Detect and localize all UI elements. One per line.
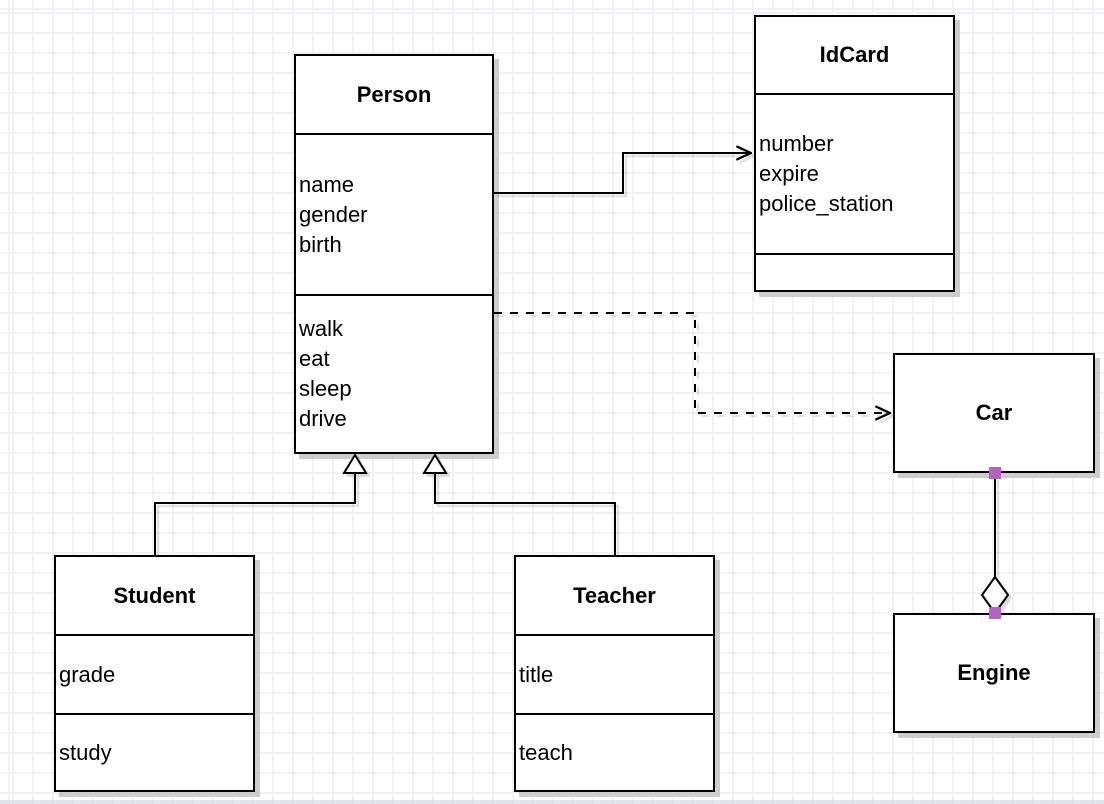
member-name: name bbox=[299, 171, 355, 197]
compartment-methods-student: study bbox=[56, 715, 253, 790]
aggregation-diamond bbox=[980, 575, 1010, 615]
member-police_station: police_station bbox=[759, 191, 894, 216]
member-grade: grade bbox=[59, 661, 116, 687]
class-title-person: Person bbox=[356, 81, 432, 107]
compartment-attributes-person: name gender birth bbox=[296, 135, 492, 296]
class-title-idcard: IdCard bbox=[819, 42, 890, 67]
compartment-attributes-student: grade bbox=[56, 636, 253, 715]
generalization-arrowhead-student bbox=[342, 453, 368, 474]
class-person[interactable]: Person name gender birth walk eat sleep drive bbox=[294, 54, 494, 454]
class-teacher[interactable]: Teacher title teach bbox=[514, 555, 715, 792]
member-title: title bbox=[519, 661, 554, 687]
compartment-methods-idcard bbox=[756, 255, 953, 290]
class-title-student: Student bbox=[113, 582, 196, 608]
compartment-attributes-teacher: title bbox=[516, 636, 713, 715]
canvas-bottom-edge bbox=[0, 800, 1104, 804]
class-engine[interactable]: Engine bbox=[893, 613, 1095, 733]
member-sleep: sleep bbox=[299, 376, 352, 401]
member-drive: drive bbox=[299, 406, 347, 431]
edge-student-to-person[interactable] bbox=[154, 473, 356, 555]
member-birth: birth bbox=[299, 231, 342, 257]
member-expire: expire bbox=[759, 161, 819, 186]
member-walk: walk bbox=[299, 316, 344, 341]
generalization-arrowhead-teacher bbox=[422, 453, 448, 474]
class-title-car: Car bbox=[975, 400, 1013, 425]
compartment-methods-teacher: teach bbox=[516, 715, 713, 790]
member-gender: gender bbox=[299, 201, 368, 227]
member-number: number bbox=[759, 131, 834, 156]
class-title-engine: Engine bbox=[957, 660, 1031, 685]
member-study: study bbox=[59, 739, 112, 765]
member-teach: teach bbox=[519, 739, 573, 765]
edge-person-to-car[interactable] bbox=[494, 312, 890, 413]
class-idcard[interactable]: IdCard number expire police_station bbox=[754, 15, 955, 292]
compartment-methods-person: walk eat sleep drive bbox=[296, 296, 492, 452]
class-title-teacher: Teacher bbox=[573, 582, 656, 608]
edge-person-to-idcard[interactable] bbox=[494, 153, 751, 194]
member-eat: eat bbox=[299, 346, 330, 371]
compartment-attributes-idcard: number expire police_station bbox=[756, 95, 953, 255]
class-student[interactable]: Student grade study bbox=[54, 555, 255, 792]
class-car[interactable]: Car bbox=[893, 353, 1095, 473]
edge-teacher-to-person[interactable] bbox=[434, 473, 616, 555]
